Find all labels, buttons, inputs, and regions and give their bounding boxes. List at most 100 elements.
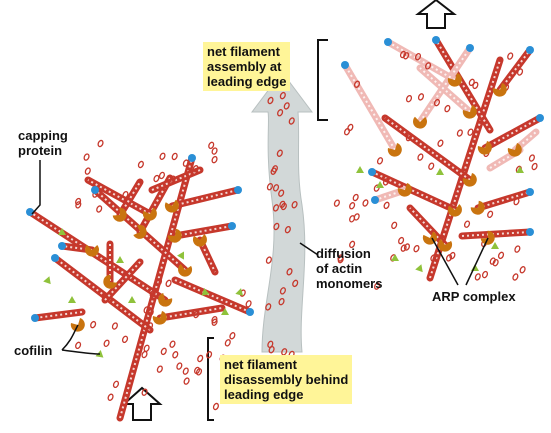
actin-monomer <box>414 53 422 61</box>
actin-monomer <box>169 175 176 183</box>
capping-protein-dot <box>466 44 474 52</box>
cofilin-leader-1 <box>61 324 79 351</box>
actin-monomer <box>463 220 471 228</box>
capping-protein-dot <box>51 254 59 262</box>
actin-monomer <box>83 153 90 161</box>
actin-monomer <box>176 362 183 370</box>
actin-monomer <box>445 254 453 262</box>
cofilin-triangle <box>43 276 51 285</box>
actin-filament <box>416 44 474 126</box>
arp-complex-shape <box>387 143 402 157</box>
assembly-line-2: assembly at <box>207 59 282 74</box>
capping-protein-label: capping protein <box>18 128 68 158</box>
cofilin-leader-2 <box>61 349 101 355</box>
actin-filament <box>171 222 236 240</box>
arp-complex-shape <box>470 200 485 215</box>
actin-monomer <box>268 345 275 354</box>
actin-monomer <box>121 335 129 344</box>
actin-monomer <box>456 129 463 137</box>
disassembly-line-1: net filament <box>224 357 297 372</box>
actin-monomer <box>272 184 280 192</box>
actin-monomer <box>122 190 129 199</box>
capping-protein-dot <box>91 186 99 194</box>
actin-monomer <box>195 368 203 376</box>
arp-complex-shape <box>152 311 167 325</box>
actin-monomer <box>75 201 82 209</box>
arp-complex-shape <box>158 292 173 307</box>
actin-monomer <box>405 133 412 142</box>
actin-monomer <box>512 273 519 281</box>
actin-monomer <box>489 257 496 265</box>
actin-monomer <box>398 236 405 245</box>
actin-monomer <box>147 308 154 317</box>
capping-protein-dot <box>526 46 534 54</box>
cofilin-triangle <box>491 242 499 249</box>
arp-complex-shape <box>142 207 157 221</box>
capping-protein-dot <box>526 188 534 196</box>
arp-leader-1 <box>431 237 459 286</box>
actin-filament <box>474 188 534 212</box>
actin-monomer <box>362 199 369 207</box>
actin-monomer <box>182 367 189 375</box>
actin-monomer <box>424 62 432 70</box>
actin-monomer <box>266 183 273 191</box>
actin-monomer <box>430 254 437 262</box>
actin-filament <box>84 176 154 218</box>
actin-filament <box>171 276 254 316</box>
arp-complex-shape <box>85 244 99 257</box>
actin-monomer <box>507 52 514 60</box>
capping-protein-dot <box>368 168 376 176</box>
capping-protein-dot <box>188 154 196 162</box>
diffusion-line-2: of actin <box>316 261 363 276</box>
actin-monomer <box>279 287 286 295</box>
cofilin-triangle <box>436 168 444 175</box>
actin-monomer <box>516 68 524 76</box>
actin-monomer <box>245 300 252 308</box>
actin-monomer <box>270 167 277 175</box>
actin-filament <box>51 254 154 334</box>
arp-complex-shape <box>70 318 85 332</box>
capping-protein-line-2: protein <box>18 143 63 158</box>
actin-monomer <box>273 222 280 231</box>
arp-complex-shape <box>133 224 147 239</box>
actin-monomer <box>146 322 154 330</box>
arp-complex-shape <box>507 143 522 157</box>
arp-complex-shape <box>112 207 127 222</box>
actin-monomer <box>417 153 424 161</box>
assembly-callout: net filament assembly at leading edge <box>203 42 291 91</box>
actin-monomer <box>417 93 425 101</box>
capping-protein-dot <box>341 61 349 69</box>
actin-monomer <box>403 243 410 251</box>
actin-monomer <box>278 189 285 197</box>
cofilin-triangle <box>68 296 76 303</box>
arp-complex-shape <box>103 274 118 289</box>
actin-monomer <box>347 123 354 132</box>
assembly-line-1: net filament <box>207 44 280 59</box>
actin-monomer <box>437 139 444 147</box>
diffusion-leader <box>299 242 319 256</box>
capping-protein-dot <box>58 242 66 250</box>
actin-monomer <box>352 193 359 202</box>
arp-complex-shape <box>192 234 207 247</box>
actin-monomer <box>97 139 104 148</box>
actin-monomer <box>349 215 356 223</box>
actin-monomer <box>444 104 451 113</box>
cofilin-triangle <box>116 256 124 263</box>
actin-monomer <box>286 268 293 276</box>
arp-leader-2 <box>465 237 489 286</box>
actin-monomer <box>265 256 272 264</box>
actin-monomer <box>183 377 190 385</box>
actin-monomer <box>137 160 144 169</box>
actin-monomer <box>528 154 535 162</box>
cofilin-triangle <box>58 228 66 235</box>
cofilin-triangle <box>177 251 184 260</box>
actin-monomer <box>193 366 201 375</box>
actin-filament <box>156 304 226 322</box>
actin-filament <box>341 61 399 154</box>
actin-monomer <box>333 199 340 207</box>
actin-monomer <box>211 155 218 164</box>
disassembly-bracket <box>207 337 214 421</box>
actin-monomer <box>428 162 435 170</box>
actin-filament <box>481 114 544 152</box>
